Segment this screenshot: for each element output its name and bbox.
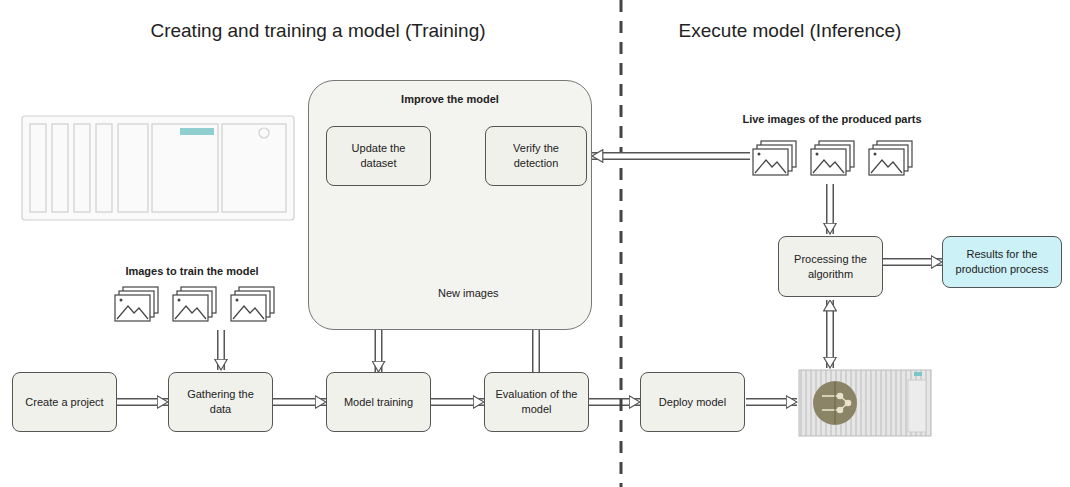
flow-connector — [431, 402, 484, 403]
separator-line — [620, 0, 623, 487]
flow-connector — [117, 402, 168, 403]
process-box: Deploy model — [640, 372, 745, 432]
caption-label: New images — [438, 287, 499, 299]
box-label: Gathering the data — [177, 387, 264, 417]
process-box: Processing the algorithm — [778, 236, 883, 297]
box-label: Processing the algorithm — [787, 252, 874, 282]
box-label: Results for the production process — [951, 247, 1053, 277]
group-heading: Improve the model — [309, 93, 591, 105]
box-label: Create a project — [25, 395, 103, 410]
flow-connector — [273, 402, 326, 403]
box-label: Model training — [344, 395, 413, 410]
box-label: Deploy model — [659, 395, 726, 410]
box-label: Verify the detection — [494, 141, 578, 171]
edge-device — [799, 370, 931, 436]
box-label: Evaluation of the model — [493, 387, 580, 417]
process-box: Gathering the data — [168, 372, 273, 432]
process-box: Evaluation of the model — [484, 372, 589, 432]
caption-label: Live images of the produced parts — [742, 113, 921, 125]
process-box: Create a project — [12, 372, 117, 432]
flow-connector — [883, 262, 942, 263]
caption-label: Images to train the model — [125, 265, 258, 277]
section-heading: Execute model (Inference) — [679, 20, 902, 42]
section-heading: Creating and training a model (Training) — [150, 20, 485, 42]
result-box: Results for the production process — [942, 236, 1062, 288]
process-box: Verify the detection — [485, 126, 587, 186]
flow-connector — [589, 402, 640, 403]
process-box: Update the dataset — [326, 126, 431, 186]
box-label: Update the dataset — [335, 141, 422, 171]
server-rack — [22, 116, 294, 220]
process-box: Model training — [326, 372, 431, 432]
